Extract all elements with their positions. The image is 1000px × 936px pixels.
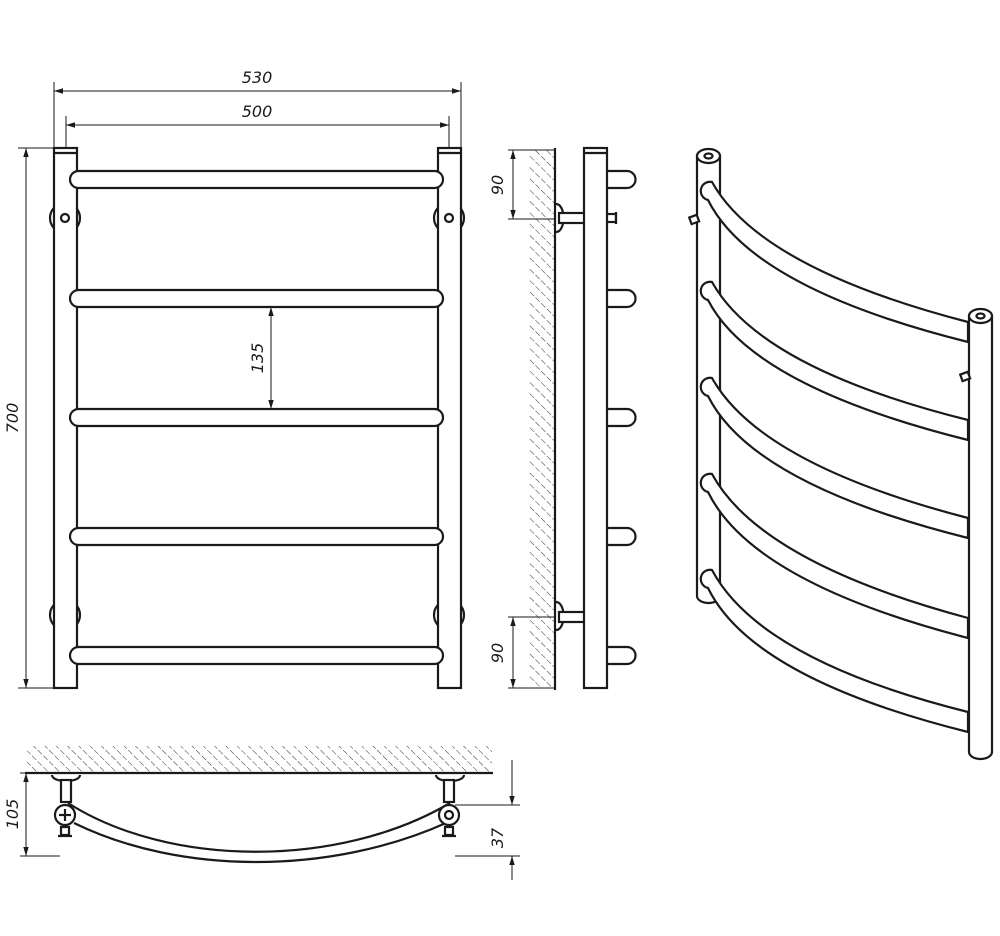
- curved-rung-outer: [67, 802, 451, 853]
- rung: [68, 526, 445, 547]
- front-view: 530 500 700: [3, 68, 466, 690]
- side-mount-bottom: [555, 600, 587, 632]
- rung: [68, 169, 445, 190]
- iso-left-post: [687, 147, 722, 605]
- side-rung-ends: [598, 169, 637, 666]
- wall-hatching-top: [27, 746, 492, 772]
- side-view: 90 90: [488, 146, 637, 690]
- dimension-curve-depth: 37: [455, 760, 520, 880]
- dim-label-105: 105: [3, 799, 22, 830]
- perspective-view: [687, 147, 994, 761]
- side-post: [582, 146, 609, 690]
- rung: [68, 407, 445, 428]
- dim-label-700: 700: [3, 403, 22, 434]
- dim-label-90-top: 90: [488, 175, 507, 195]
- rung: [68, 288, 445, 309]
- dim-label-37: 37: [488, 827, 507, 848]
- dim-label-90-bottom: 90: [488, 643, 507, 663]
- rungs: [68, 169, 445, 666]
- top-mount-right: [434, 774, 466, 838]
- iso-right-post: [958, 307, 994, 761]
- dim-label-530: 530: [242, 68, 273, 87]
- screw-hole: [59, 212, 71, 224]
- dim-label-135: 135: [248, 343, 267, 374]
- top-mount-left: [50, 774, 82, 838]
- curved-rung-inner: [73, 821, 447, 864]
- iso-rungs: [699, 180, 970, 734]
- dimension-top-offset: 90: [488, 149, 556, 220]
- dimension-bottom-offset: 90: [488, 616, 556, 689]
- dimension-pipe-width: 500: [65, 102, 450, 150]
- dimension-rung-spacing: 135: [248, 307, 274, 409]
- dim-label-500: 500: [242, 102, 273, 121]
- top-view: 105 37: [3, 746, 520, 880]
- dimension-height: 700: [3, 147, 56, 689]
- dimension-wall-depth: 105: [3, 772, 60, 857]
- rung: [68, 645, 445, 666]
- wall-hatching: [529, 150, 555, 688]
- screw-hole: [443, 212, 455, 224]
- dimension-overall-width: 530: [53, 68, 462, 150]
